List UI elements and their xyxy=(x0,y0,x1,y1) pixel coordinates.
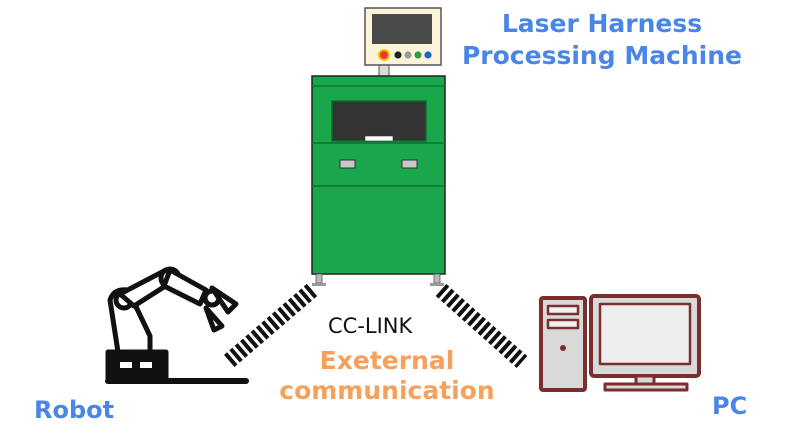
desktop-pc-icon xyxy=(539,294,701,392)
robot-label: Robot xyxy=(34,396,115,424)
machine-title: Laser Harness Processing Machine xyxy=(452,8,752,72)
laser-machine-icon xyxy=(311,7,446,286)
machine-title-line1: Laser Harness xyxy=(501,9,703,38)
pc-label: PC xyxy=(712,392,748,420)
machine-title-line2: Processing Machine xyxy=(461,41,743,70)
external-line1: Exeternal xyxy=(319,346,455,375)
robot-arm-icon xyxy=(105,266,249,384)
cable-link-icon xyxy=(222,283,528,369)
cc-link-label: CC-LINK xyxy=(328,314,413,338)
external-communication-label: Exeternal communication xyxy=(262,346,512,406)
external-line2: communication xyxy=(279,376,495,405)
